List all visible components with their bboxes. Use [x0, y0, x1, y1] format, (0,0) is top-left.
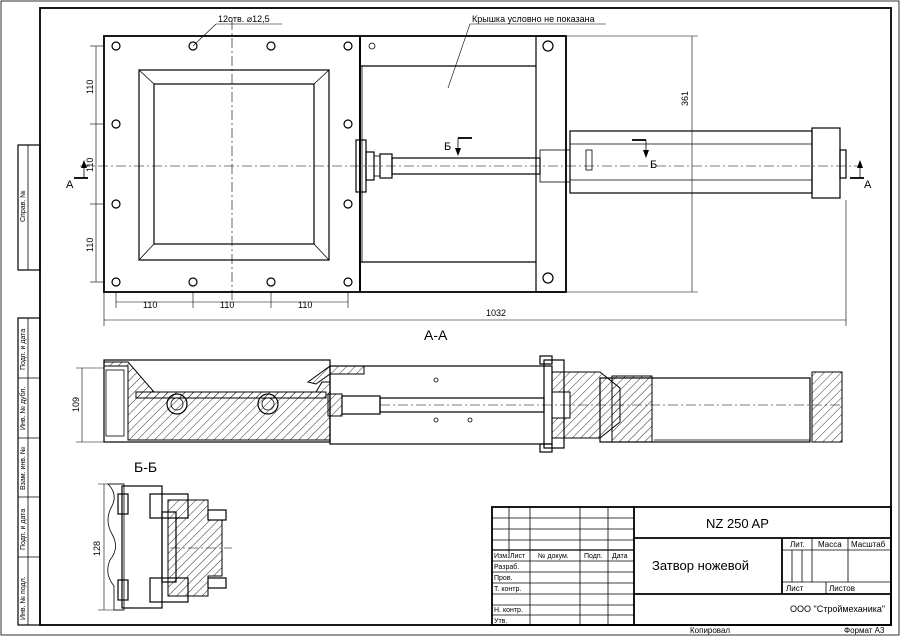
cut-a-left: А: [66, 179, 74, 191]
row-razrab: Разраб.: [494, 563, 519, 571]
side-label-inv-podl: Инв. № подл.: [20, 576, 27, 620]
side-stamp: Справ. № Подп. и дата Инв. № дубл. Взам.…: [17, 144, 41, 626]
company-name: ООО "Строймеханика": [790, 604, 885, 614]
note-holes: 12отв. ⌀12,5: [218, 14, 270, 24]
footer-kopiroval: Копировал: [690, 626, 730, 635]
section-aa-view: 109: [71, 355, 843, 453]
side-label-sprav: Справ. №: [20, 190, 27, 222]
side-label-vzam-inv: Взам. инв. №: [20, 447, 27, 490]
row-tkontr: Т. контр.: [494, 586, 521, 593]
row-nkontr: Н. контр.: [494, 607, 523, 614]
side-label-podp-data-2: Подп. и дата: [20, 509, 27, 550]
cut-b-top: Б: [444, 141, 451, 153]
section-aa-title: А-А: [424, 327, 448, 343]
label-massa: Масса: [818, 540, 842, 549]
dim-110-vertical-3: 110: [85, 238, 95, 252]
cut-a-right: А: [864, 179, 872, 191]
label-listov: Листов: [829, 584, 855, 593]
col-list: Лист: [510, 553, 526, 560]
dim-128: 128: [92, 541, 102, 556]
col-doc: № докум.: [538, 553, 569, 560]
dim-109: 109: [71, 397, 81, 412]
dim-110-horizontal-3: 110: [298, 300, 312, 310]
col-podp: Подп.: [584, 553, 603, 560]
footer-format: Формат А3: [844, 626, 885, 635]
product-name: Затвор ножевой: [652, 558, 749, 573]
label-list: Лист: [786, 584, 804, 593]
side-label-inv-dubl: Инв. № дубл.: [19, 387, 27, 430]
label-masshtab: Масштаб: [851, 540, 886, 549]
row-prov: Пров.: [494, 575, 513, 582]
dim-110-horizontal-2: 110: [220, 300, 234, 310]
side-label-podp-data-1: Подп. и дата: [20, 329, 27, 370]
dim-361: 361: [680, 91, 690, 106]
front-view-dimensions: 110 110 110 110 110 110 1032 361 12отв. …: [66, 14, 872, 326]
cut-b-right: Б: [650, 159, 657, 171]
row-utv: Утв.: [494, 618, 507, 625]
dim-1032: 1032: [486, 308, 506, 318]
dim-110-vertical-1: 110: [85, 80, 95, 94]
note-cover: Крышка условно не показана: [472, 14, 595, 24]
section-bb-title: Б-Б: [134, 459, 157, 475]
designation: NZ 250 AP: [706, 516, 769, 531]
col-data: Дата: [612, 553, 628, 560]
section-bb-view: 128: [92, 483, 232, 611]
dim-110-horizontal-1: 110: [143, 300, 157, 310]
flange-holes: [111, 40, 554, 287]
col-izm: Изм.: [494, 553, 509, 560]
front-view: [80, 20, 860, 300]
title-block: Изм. Лист № докум. Подп. Дата Разраб. Пр…: [491, 506, 892, 626]
label-lit: Лит.: [790, 540, 805, 549]
dim-110-vertical-2: 110: [85, 158, 95, 172]
